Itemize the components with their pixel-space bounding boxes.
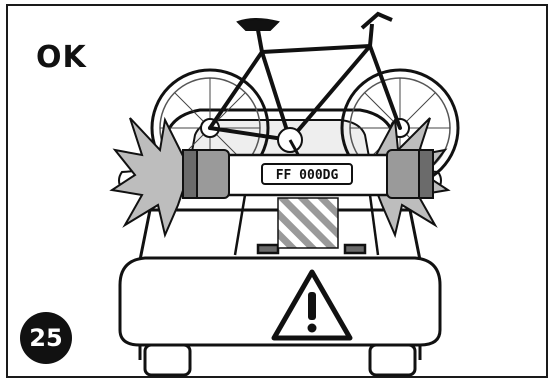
striped-warning-panel (278, 198, 338, 248)
status-label: OK (36, 40, 87, 75)
license-plate-text: FF 000DG (276, 168, 339, 183)
license-plate: FF 000DG (262, 164, 352, 184)
step-number-badge: 25 (20, 312, 72, 364)
